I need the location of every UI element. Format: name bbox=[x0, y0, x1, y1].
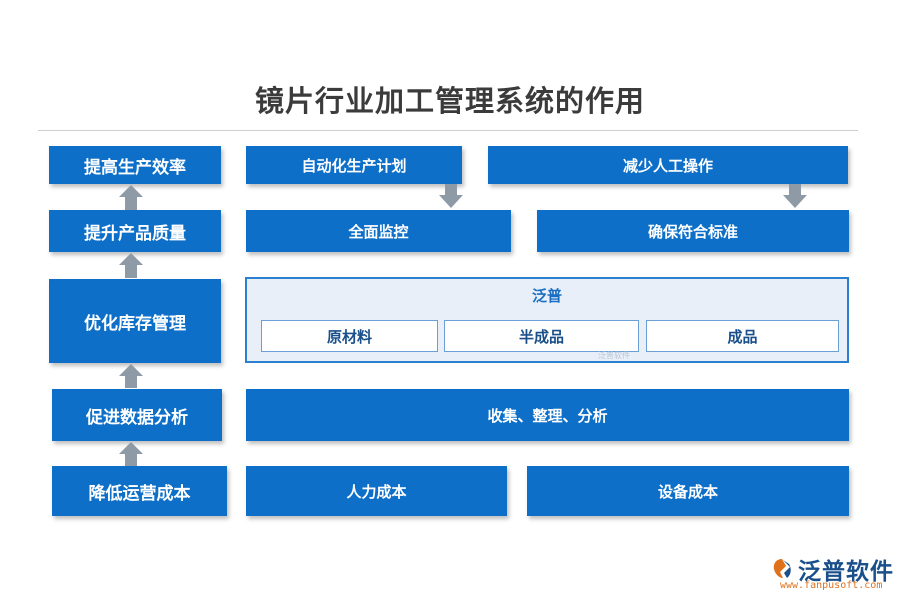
item-reduce-manual-work: 减少人工操作 bbox=[488, 146, 848, 184]
brand-logo: 泛普软件 bbox=[770, 552, 894, 586]
panel-item-raw-material: 原材料 bbox=[261, 320, 438, 352]
item-full-monitoring: 全面监控 bbox=[246, 210, 511, 252]
item-auto-production-plan: 自动化生产计划 bbox=[246, 146, 462, 184]
panel-item-finished: 成品 bbox=[646, 320, 839, 352]
item-equipment-cost: 设备成本 bbox=[527, 466, 849, 516]
benefit-box-efficiency: 提高生产效率 bbox=[49, 146, 221, 184]
benefit-box-data-analysis: 促进数据分析 bbox=[52, 389, 222, 441]
benefit-box-inventory: 优化库存管理 bbox=[49, 279, 221, 363]
title-divider bbox=[38, 130, 858, 131]
benefit-box-cost: 降低运营成本 bbox=[52, 466, 227, 516]
item-collect-organize-analyze: 收集、整理、分析 bbox=[246, 389, 849, 441]
panel-item-semi-finished: 半成品 bbox=[444, 320, 639, 352]
logo-mark-icon bbox=[773, 559, 791, 578]
inventory-panel: 泛普 原材料 半成品 成品 bbox=[245, 277, 849, 363]
logo-url: www.fanpusoft.com bbox=[780, 580, 883, 591]
benefit-box-quality: 提升产品质量 bbox=[49, 210, 221, 252]
logo-name: 泛普软件 bbox=[798, 559, 894, 585]
watermark: 泛普软件 bbox=[598, 351, 630, 360]
panel-title: 泛普 bbox=[531, 287, 562, 305]
page-title: 镜片行业加工管理系统的作用 bbox=[254, 84, 645, 118]
item-ensure-standards: 确保符合标准 bbox=[537, 210, 849, 252]
item-labor-cost: 人力成本 bbox=[246, 466, 507, 516]
